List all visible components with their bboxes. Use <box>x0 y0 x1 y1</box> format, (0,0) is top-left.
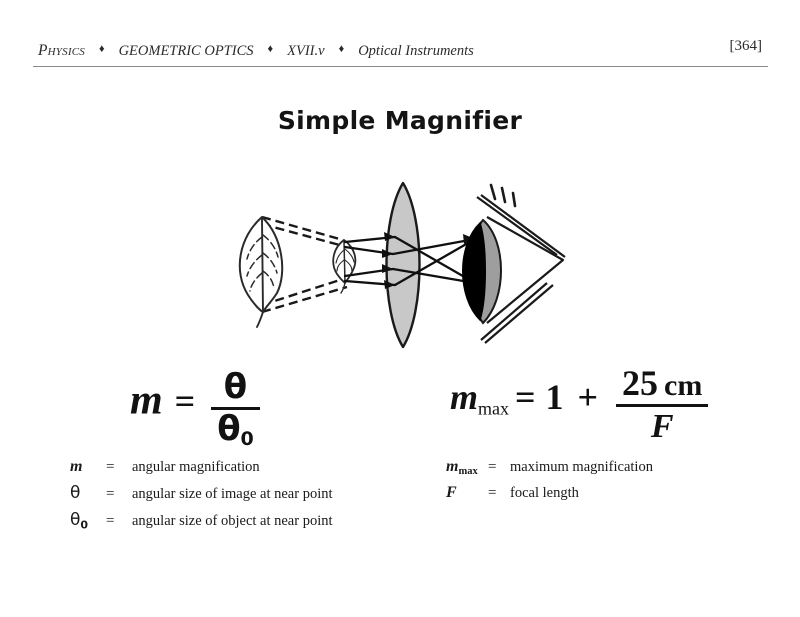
legend-symbol-subscript: max <box>458 466 478 478</box>
formula-right-variable: mmax <box>450 376 510 419</box>
converging-lens <box>385 181 421 349</box>
legend-row: F = focal length <box>446 484 653 509</box>
legend-left: m = angular magnification θ = angular si… <box>70 458 333 538</box>
dashed-projection-lines <box>261 215 348 314</box>
diamond-separator-icon: ♦ <box>267 43 274 55</box>
breadcrumb-section: XVII.v <box>287 43 325 59</box>
legend-row: θ0 = angular size of object at near poin… <box>70 510 333 538</box>
legend-right: mmax = maximum magnification F = focal l… <box>446 458 653 509</box>
legend-description: angular magnification <box>132 459 260 475</box>
formula-right-denominator: F <box>616 403 709 445</box>
formula-right-variable-subscript: max <box>478 398 510 419</box>
breadcrumb-topic: Optical Instruments <box>358 43 474 59</box>
legend-symbol: mmax <box>446 458 478 478</box>
legend-description: focal length <box>510 485 579 502</box>
formula-right-equals: = <box>515 376 536 417</box>
legend-equals: = <box>106 459 115 475</box>
formula-angular-magnification: m = θ θ0 <box>130 367 264 450</box>
object-leaf <box>332 239 357 294</box>
formula-right-plus: + <box>577 376 599 417</box>
legend-symbol: θ <box>70 483 81 503</box>
legend-row: mmax = maximum magnification <box>446 458 653 484</box>
slide-header: Physics ♦ GEOMETRIC OPTICS ♦ XVII.v ♦ Op… <box>38 38 762 64</box>
formula-left-numerator: θ <box>223 367 248 407</box>
legend-row: m = angular magnification <box>70 458 333 483</box>
page-title: Simple Magnifier <box>277 106 523 135</box>
breadcrumb-unit: GEOMETRIC OPTICS <box>118 43 254 59</box>
formula-left-denominator: θ0 <box>211 406 260 450</box>
diamond-separator-icon: ♦ <box>98 43 105 55</box>
legend-equals: = <box>488 459 497 475</box>
breadcrumb-course: Physics <box>38 42 85 59</box>
page-number: [364] <box>729 38 763 54</box>
simple-magnifier-ray-diagram <box>225 175 580 355</box>
legend-equals: = <box>488 485 497 502</box>
legend-symbol: m <box>70 458 83 475</box>
legend-description: angular size of image at near point <box>132 486 333 502</box>
formula-left-equals: = <box>174 381 196 422</box>
formula-left-fraction: θ θ0 <box>211 367 260 450</box>
legend-description: maximum magnification <box>510 459 653 475</box>
formula-right-unit: cm <box>664 369 703 402</box>
legend-description: angular size of object at near point <box>132 513 333 529</box>
legend-symbol: θ0 <box>70 510 89 532</box>
diamond-separator-icon: ♦ <box>338 43 345 55</box>
legend-equals: = <box>106 513 115 529</box>
legend-symbol-subscript: 0 <box>80 518 89 532</box>
legend-row: θ = angular size of image at near point <box>70 483 333 510</box>
virtual-image-leaf <box>238 216 284 328</box>
eyelash-icon <box>489 183 517 208</box>
formula-left-variable: m <box>130 377 163 424</box>
header-divider <box>33 66 768 67</box>
eye <box>462 183 566 344</box>
formula-right-one: 1 <box>545 376 564 417</box>
legend-symbol: F <box>446 484 457 502</box>
legend-equals: = <box>106 486 115 502</box>
